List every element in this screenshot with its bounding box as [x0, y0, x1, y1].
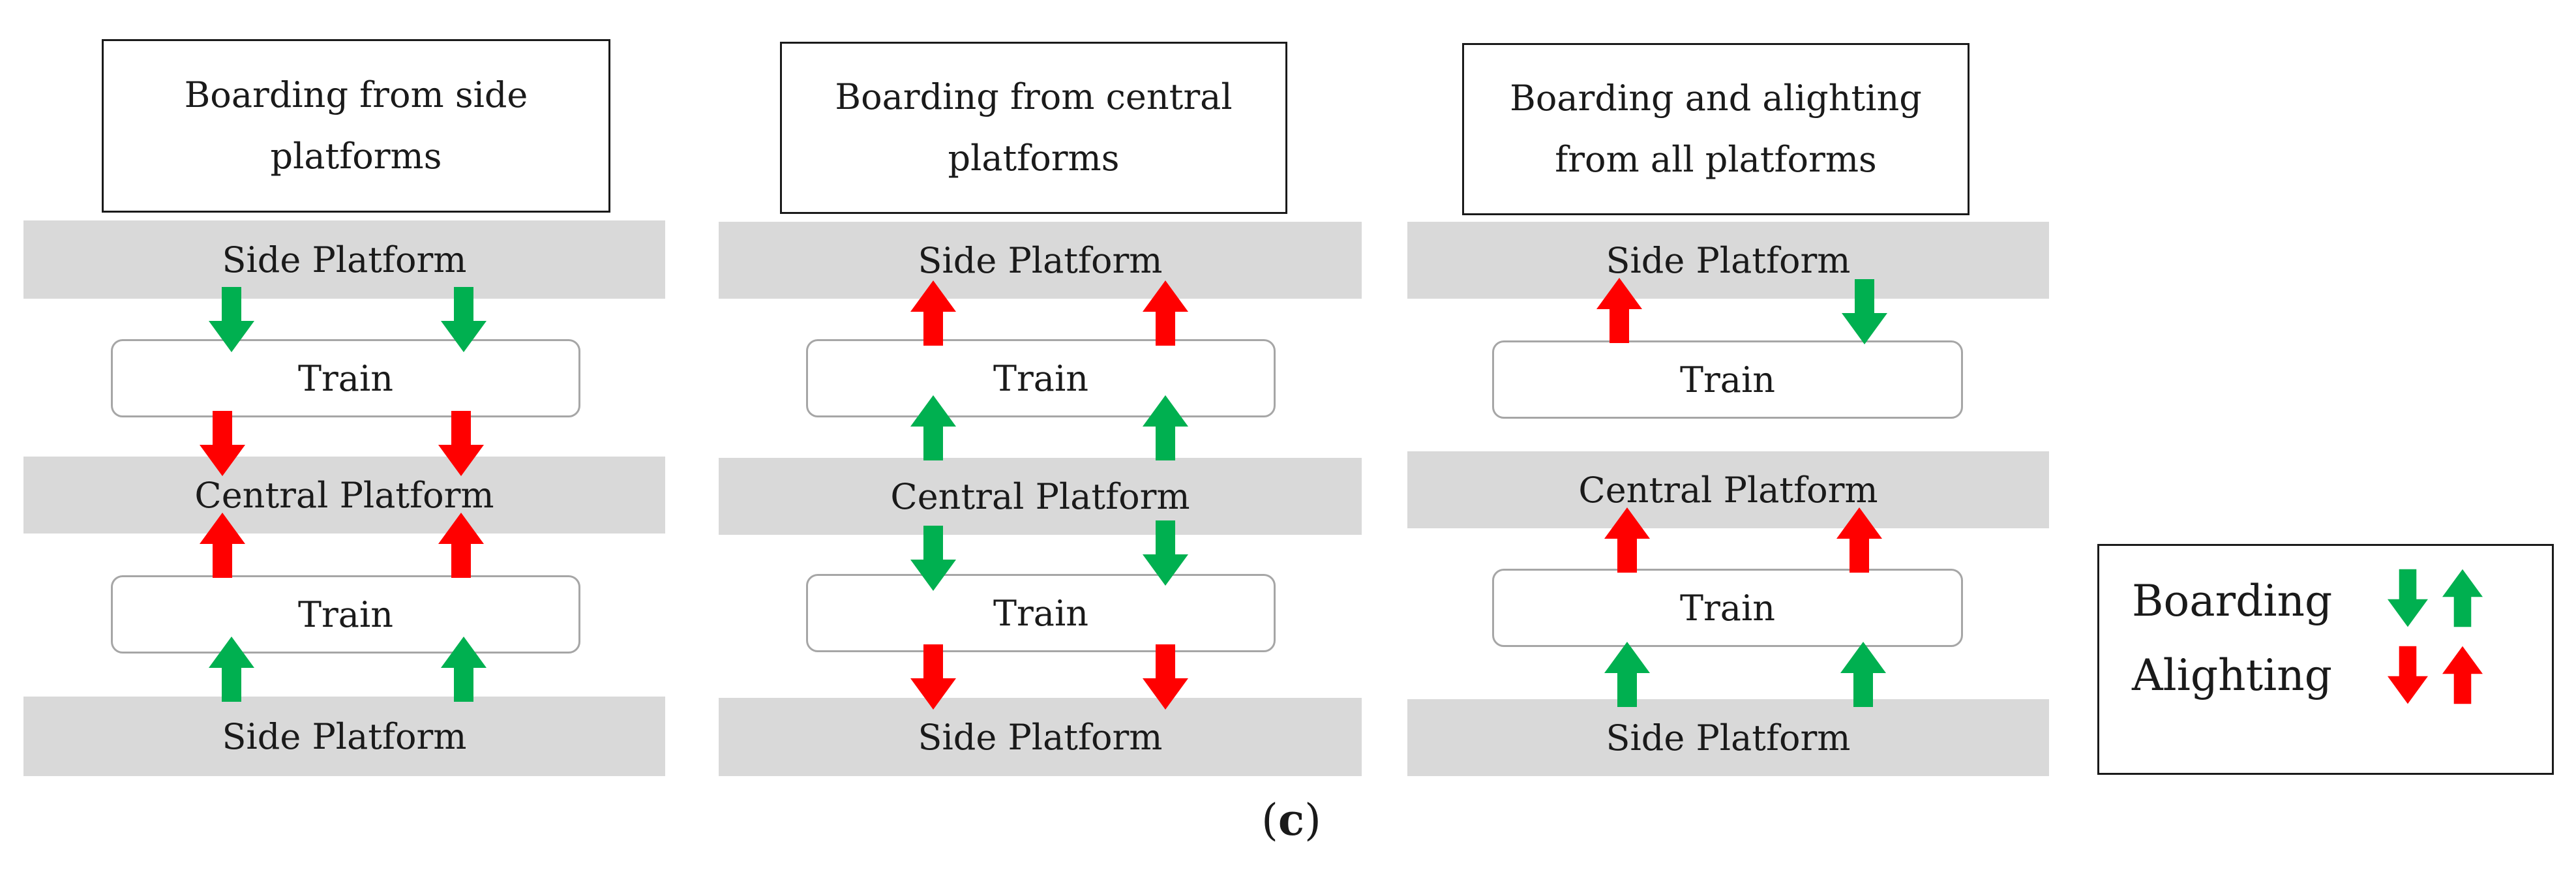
arrow-down-icon [441, 287, 487, 352]
arrow-down-icon [209, 287, 254, 352]
central-platform: Central Platform [719, 458, 1362, 535]
arrow-down-icon [200, 411, 245, 476]
arrow-up-icon [910, 280, 956, 346]
arrow-up-icon [1604, 642, 1650, 707]
legend-boarding-label: Boarding [2132, 576, 2333, 626]
arrow-up-icon [441, 637, 487, 702]
arrow-down-icon [2388, 644, 2428, 706]
arrow-up-icon [2442, 567, 2483, 629]
arrow-up-icon [1836, 507, 1882, 573]
arrow-up-icon [910, 395, 956, 460]
arrow-down-icon [1143, 644, 1188, 710]
train-top: Train [806, 339, 1276, 417]
top-side-platform: Side Platform [719, 222, 1362, 299]
top-side-platform: Side Platform [1407, 222, 2049, 299]
top-side-platform: Side Platform [23, 220, 665, 299]
arrow-up-icon [1143, 280, 1188, 346]
legend: Boarding Alighting [2097, 544, 2554, 775]
legend-alighting-label: Alighting [2132, 650, 2333, 700]
title-line-2: platforms [270, 136, 442, 177]
arrow-down-icon [438, 411, 484, 476]
arrow-up-icon [200, 513, 245, 578]
arrow-up-icon [1143, 395, 1188, 460]
arrow-down-icon [2388, 567, 2428, 629]
figure-caption: (c) [1239, 794, 1343, 845]
title-line-1: Boarding from side [184, 74, 528, 115]
caption-close-paren: ) [1304, 795, 1321, 845]
title-line-1: Boarding from central [835, 76, 1233, 117]
arrow-up-icon [1604, 507, 1650, 573]
panel-title: Boarding from central platforms [780, 42, 1287, 214]
arrow-up-icon [209, 637, 254, 702]
caption-open-paren: ( [1261, 795, 1278, 845]
title-line-1: Boarding and alighting [1510, 77, 1922, 119]
train-top: Train [111, 339, 580, 417]
arrow-down-icon [1143, 520, 1188, 586]
train-top: Train [1492, 340, 1963, 419]
bottom-side-platform: Side Platform [1407, 699, 2049, 776]
arrow-up-icon [1596, 278, 1642, 343]
arrow-down-icon [910, 644, 956, 710]
bottom-side-platform: Side Platform [23, 697, 665, 776]
arrow-up-icon [1840, 642, 1886, 707]
arrow-up-icon [2442, 644, 2483, 706]
central-platform: Central Platform [23, 457, 665, 534]
panel-title: Boarding and alighting from all platform… [1462, 43, 1969, 215]
arrow-up-icon [438, 513, 484, 578]
title-line-2: from all platforms [1555, 139, 1877, 180]
caption-letter: c [1278, 794, 1305, 845]
title-line-2: platforms [948, 138, 1120, 179]
arrow-down-icon [910, 526, 956, 591]
train-bottom: Train [111, 575, 580, 654]
train-bottom: Train [1492, 569, 1963, 647]
bottom-side-platform: Side Platform [719, 698, 1362, 776]
train-bottom: Train [806, 574, 1276, 652]
arrow-down-icon [1842, 279, 1887, 344]
panel-title: Boarding from side platforms [102, 39, 610, 213]
central-platform: Central Platform [1407, 451, 2049, 528]
